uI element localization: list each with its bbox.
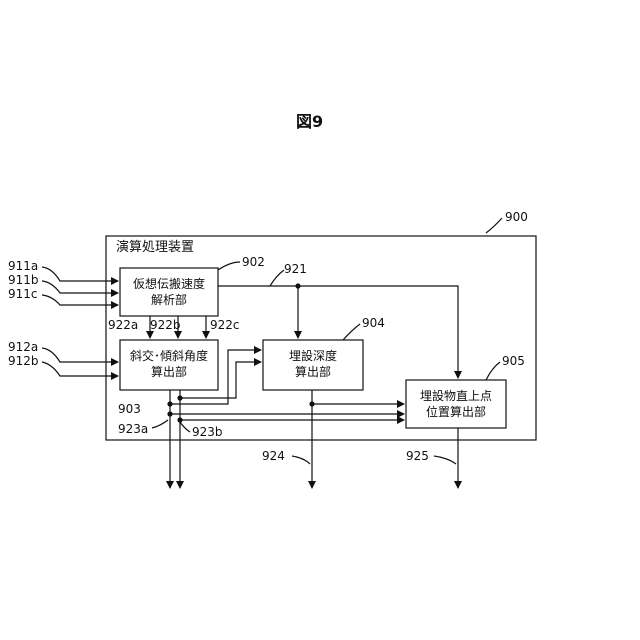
label-911b: 911b: [8, 273, 39, 287]
ref-902: 902: [242, 255, 265, 269]
label-912b: 912b: [8, 354, 39, 368]
label-922a: 922a: [108, 318, 138, 332]
block-902-line2: 解析部: [120, 292, 218, 308]
ref-903: 903: [118, 402, 141, 416]
block-905-text: 埋設物直上点 位置算出部: [406, 388, 506, 420]
label-912a: 912a: [8, 340, 38, 354]
leader-925: [434, 456, 456, 464]
block-903-text: 斜交･傾斜角度 算出部: [120, 348, 218, 380]
leader-924: [292, 456, 310, 464]
block-904-line2: 算出部: [263, 364, 363, 380]
label-922c: 922c: [210, 318, 240, 332]
label-925: 925: [406, 449, 429, 463]
label-923a: 923a: [118, 422, 148, 436]
leader-923b: [180, 422, 190, 432]
junction-923a-a: [167, 401, 172, 406]
leader-921: [270, 270, 284, 286]
leader-904: [343, 324, 360, 340]
block-902-text: 仮想伝搬速度 解析部: [120, 276, 218, 308]
label-923b: 923b: [192, 425, 223, 439]
label-924: 924: [262, 449, 285, 463]
junction-921: [295, 283, 300, 288]
leader-923a: [152, 420, 168, 428]
label-911c: 911c: [8, 287, 38, 301]
ref-904: 904: [362, 316, 385, 330]
block-903-line1: 斜交･傾斜角度: [120, 348, 218, 364]
junction-924: [309, 401, 314, 406]
ref-905: 905: [502, 354, 525, 368]
label-921: 921: [284, 262, 307, 276]
block-904-line1: 埋設深度: [263, 348, 363, 364]
leader-905: [486, 362, 500, 380]
junction-923b-a: [177, 395, 182, 400]
leader-900: [486, 218, 502, 233]
label-922b: 922b: [150, 318, 181, 332]
block-902-line1: 仮想伝搬速度: [120, 276, 218, 292]
block-904-text: 埋設深度 算出部: [263, 348, 363, 380]
label-911a: 911a: [8, 259, 38, 273]
block-905-line1: 埋設物直上点: [406, 388, 506, 404]
block-905-line2: 位置算出部: [406, 404, 506, 420]
outer-device-label: 演算処理装置: [116, 241, 194, 255]
ref-900: 900: [505, 210, 528, 224]
leader-902: [218, 262, 240, 270]
junction-923b-b: [177, 417, 182, 422]
junction-923a-b: [167, 411, 172, 416]
block-903-line2: 算出部: [120, 364, 218, 380]
figure-title: 図9: [296, 108, 323, 132]
